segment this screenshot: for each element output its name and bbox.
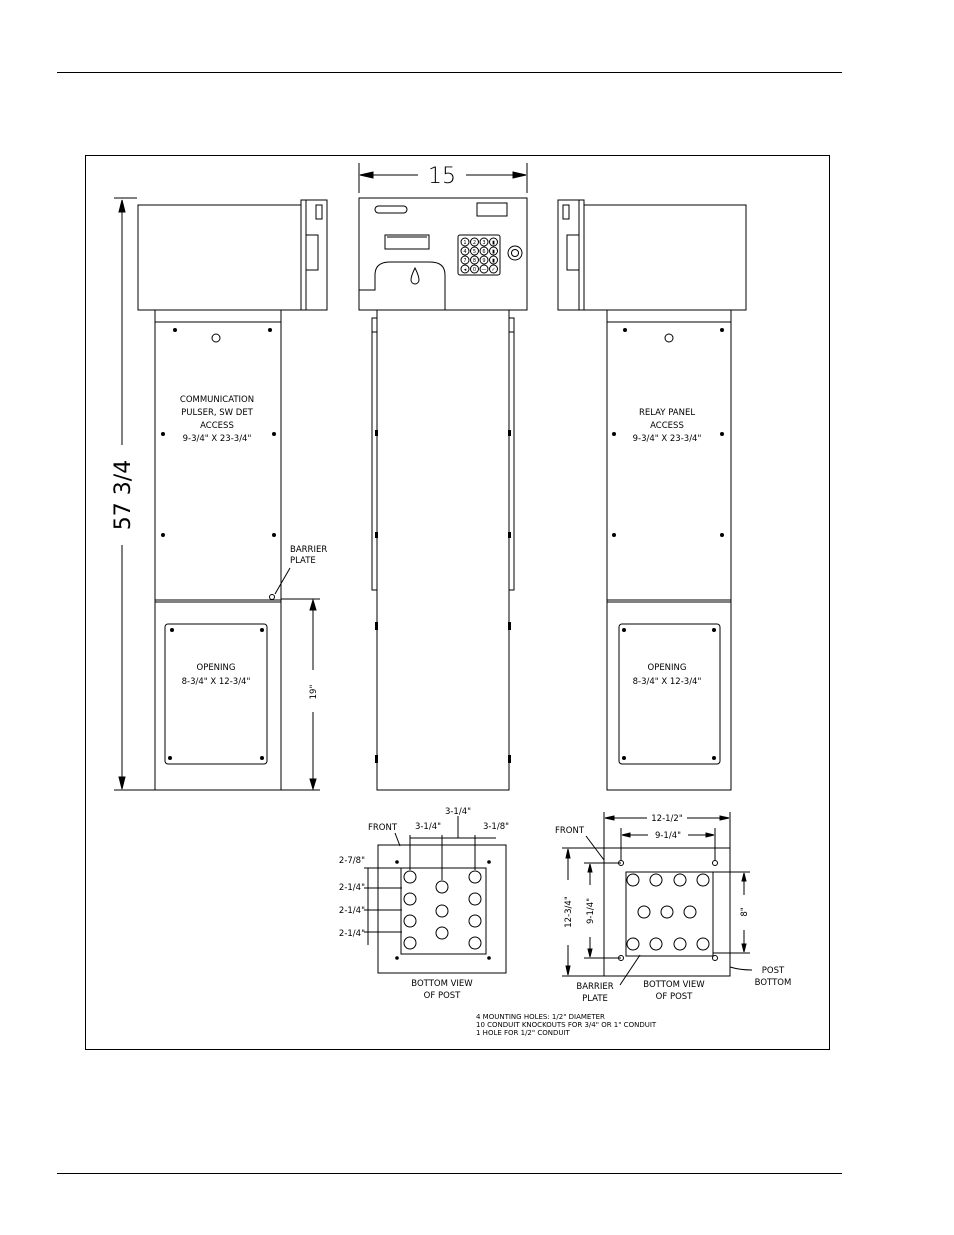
post-bottom-line1: POST [762,966,785,976]
dim-12-3-4: 12-3/4" [564,896,574,928]
dim-3-1-4-top: 3-1/4" [445,807,471,817]
keypad-key-label: 6 [482,249,485,255]
dim-2-1-4-a: 2-1/4" [339,883,365,893]
knockout-holes [403,870,482,950]
footer-rule [57,1173,842,1174]
keypad-key-label: ▮ [492,258,495,264]
right-panel-line2: ACCESS [650,421,684,431]
dim-9-1-4-top: 9-1/4" [655,831,681,841]
keypad-key-label: 9 [482,258,485,264]
right-panel-line3: 9-3/4" X 23-3/4" [633,434,702,444]
barrier-right-line1: BARRIER [576,982,613,992]
keypad-key [470,246,479,256]
front-label-left: FRONT [368,823,398,833]
dim-2-1-4-b: 2-1/4" [339,906,365,916]
dim-12-1-2: 12-1/2" [651,814,683,824]
keypad-key [460,237,470,247]
keypad-key-label: 4 [463,249,466,255]
left-opening-line1: OPENING [197,663,236,673]
left-panel-line2: PULSER, SW DET [181,408,254,418]
right-opening-line2: 8-3/4" X 12-3/4" [633,677,702,687]
keypad-key [479,237,489,247]
keypad-key-label: 8 [473,258,476,264]
width-label: 15 [428,164,456,189]
dim-19-label: 19" [309,685,319,700]
keypad-key [470,237,479,247]
left-panel-line4: 9-3/4" X 23-3/4" [183,434,252,444]
bottom-left-caption2: OF POST [424,991,461,1001]
drawing-frame [85,155,830,1050]
front-label-right: FRONT [555,826,585,836]
keypad-key [470,255,479,265]
keypad-key-label: ▮ [492,240,495,246]
note-3: 1 HOLE FOR 1/2" CONDUIT [476,1029,571,1037]
left-panel-line1: COMMUNICATION [180,395,254,405]
keypad-key [479,246,489,256]
height-label: 57 3/4 [111,460,136,530]
keypad-key [479,264,489,274]
keypad-key-label: 0 [473,267,476,273]
barrier-label-line2: PLATE [290,556,316,566]
knockout-holes-right [626,873,710,951]
dim-9-1-4-side: 9-1/4" [586,898,596,924]
dim-8: 8" [740,907,750,916]
bottom-view-right: 12-1/2" 9-1/4" FRONT 12-3/4" 9-1/4" [555,812,791,1004]
keypad-key [489,246,498,256]
keypad-key [489,237,498,247]
dim-3-1-8: 3-1/8" [483,822,509,832]
bottom-view-left: 3-1/4" 3-1/4" 3-1/8" FRONT 2-7/8" 2-1/4"… [339,807,509,1001]
keypad-key-label: — [482,267,487,273]
right-side-view: RELAY PANEL ACCESS 9-3/4" X 23-3/4" OPEN… [557,199,747,791]
bottom-left-caption1: BOTTOM VIEW [411,979,473,989]
height-dimension: 57 3/4 [111,197,155,791]
keypad-key-label: 3 [482,240,485,246]
keypad-key-label: 7 [463,258,466,264]
keypad-key-label: ▮ [492,249,495,255]
left-panel-line3: ACCESS [200,421,234,431]
keypad-key [460,264,470,274]
notes: 4 MOUNTING HOLES: 1/2" DIAMETER 10 CONDU… [476,1013,657,1037]
keypad-key-label: 2 [473,240,476,246]
width-dimension: 15 [358,163,528,193]
keypad-key [479,255,489,265]
keypad-key [460,246,470,256]
right-panel-line1: RELAY PANEL [639,408,695,418]
header-rule [57,72,842,73]
left-opening-line2: 8-3/4" X 12-3/4" [182,677,251,687]
note-1: 4 MOUNTING HOLES: 1/2" DIAMETER [476,1013,605,1021]
barrier-label-line1: BARRIER [290,545,327,555]
left-side-view: COMMUNICATION PULSER, SW DET ACCESS 9-3/… [137,199,328,791]
right-opening-line1: OPENING [648,663,687,673]
dim-2-7-8: 2-7/8" [339,856,365,866]
keypad-key [489,264,498,274]
dim-2-1-4-c: 2-1/4" [339,929,365,939]
post-bottom-line2: BOTTOM [755,978,792,988]
keypad-key-label: ◂ [464,267,467,273]
bottom-right-caption1: BOTTOM VIEW [643,980,705,990]
barrier-right-line2: PLATE [582,994,608,1004]
keypad-key [460,255,470,265]
keypad-key-label: 1 [463,240,466,246]
keypad-key [470,264,479,274]
dim-3-1-4: 3-1/4" [415,822,441,832]
bottom-right-caption2: OF POST [656,992,693,1002]
keypad-key-label: 5 [473,249,476,255]
keypad-key [489,255,498,265]
note-2: 10 CONDUIT KNOCKOUTS FOR 3/4" OR 1" COND… [476,1021,657,1029]
keypad-key-label: ✓ [491,267,495,273]
